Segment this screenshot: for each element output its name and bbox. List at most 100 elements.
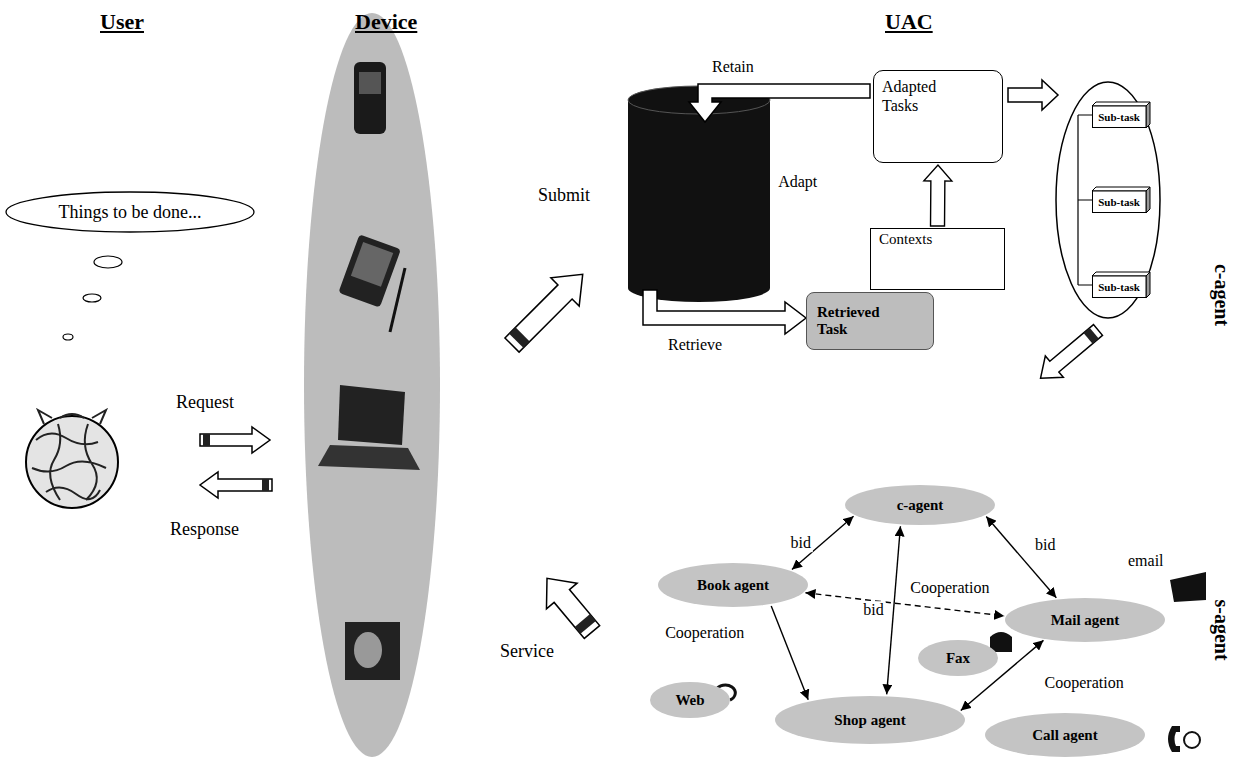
phone-screen — [359, 72, 381, 94]
subtask-box: Sub-task — [1092, 102, 1150, 128]
submit-arrow — [498, 260, 597, 359]
task-box: Adapted Tasks — [873, 70, 1003, 163]
retrieve-arrow — [643, 290, 806, 334]
cube-front — [1093, 106, 1147, 128]
node-label: Fax — [946, 650, 970, 667]
context-frame: Contexts — [870, 228, 1005, 290]
pda-icon — [338, 234, 401, 307]
laptop-base — [318, 445, 420, 470]
agent-ellipse: c-agent — [845, 485, 995, 525]
edge-label: Cooperation — [908, 580, 991, 598]
node-label: Sub-task — [1098, 196, 1140, 208]
edge-label: Cooperation — [1043, 675, 1126, 693]
agent-ellipse-fill — [1005, 598, 1165, 642]
cube-front — [1093, 276, 1147, 298]
phone-body — [354, 62, 386, 134]
laptop-icon — [318, 385, 420, 470]
node-label: Web — [675, 692, 704, 709]
cube-top — [1092, 102, 1150, 106]
thought-cloud: Things to be done... — [5, 191, 255, 233]
arrow-band — [575, 614, 596, 634]
cube-front — [1093, 191, 1147, 213]
arrow-outline — [1032, 319, 1107, 389]
agent-ellipse-fill — [658, 563, 808, 607]
stylus — [390, 268, 405, 332]
column-heading: User — [100, 10, 144, 34]
agent-ellipse-fill — [918, 640, 998, 676]
agent-ellipse-fill — [650, 682, 730, 718]
node-label: Things to be done... — [59, 202, 202, 223]
node-label: Contexts — [879, 231, 932, 248]
column-heading: UAC — [885, 10, 933, 34]
arrow-band — [1084, 328, 1099, 344]
fax-handset — [990, 632, 1012, 639]
arrow-label: Service — [500, 642, 554, 662]
subtask-box: Sub-task — [1092, 272, 1150, 298]
agent-ellipse-fill — [775, 696, 965, 744]
edge-label: Adapt — [776, 173, 819, 191]
arrow-label: Retrieve — [668, 336, 722, 354]
case-database — [628, 86, 770, 302]
response-arrow — [200, 472, 272, 498]
phone-dial — [1184, 732, 1200, 748]
node-label: Mail agent — [1051, 612, 1120, 629]
thought-bubble — [83, 294, 101, 302]
layer-label: c-agent — [1211, 264, 1233, 326]
cube-top — [1092, 272, 1150, 276]
thought-bubble — [63, 334, 73, 340]
node-label: Sub-task — [1098, 111, 1140, 123]
retrieved-task-box: Retrieved Task — [806, 292, 934, 350]
delegate-arrow — [1032, 319, 1107, 389]
arrow-band — [262, 479, 269, 491]
laptop-screen — [338, 385, 405, 445]
retain-arrow — [689, 84, 870, 122]
edge-label: Cooperation — [663, 624, 746, 642]
cube-side — [1146, 187, 1150, 213]
node-label: Adapted Tasks — [882, 77, 952, 115]
pda-screen — [351, 242, 393, 287]
arrow-label: Request — [176, 393, 234, 413]
agent-ellipse: Web — [650, 682, 730, 718]
globe-scribble — [32, 424, 106, 500]
node-label: c-agent — [897, 497, 944, 514]
subtask-tree — [1078, 115, 1092, 285]
node-label: Sub-task — [1098, 281, 1140, 293]
connector — [887, 526, 901, 694]
node-label: Retrieved Task — [817, 304, 897, 339]
subtask-oval — [1056, 82, 1160, 318]
arrow-band — [203, 434, 210, 446]
globe-outline — [26, 416, 118, 508]
edge-label: bid — [789, 534, 813, 552]
column-heading: Device — [355, 10, 417, 34]
arrow-label: Response — [170, 520, 239, 540]
layer-label: s-agent — [1211, 599, 1233, 660]
handset — [1168, 726, 1180, 752]
dispatch-arrow — [1008, 80, 1058, 110]
service-arrow — [532, 566, 608, 645]
arrow-band — [509, 327, 530, 348]
fax-icon — [990, 632, 1012, 652]
connector — [986, 517, 1056, 598]
agent-ellipse: Book agent — [658, 563, 808, 607]
arrow-label: Submit — [538, 186, 590, 206]
node-label: Shop agent — [834, 712, 905, 729]
node-label: Book agent — [697, 577, 769, 594]
photo-frame — [345, 622, 400, 680]
thought-bubble — [94, 256, 122, 268]
envelope-icon — [1170, 572, 1206, 602]
photo-icon — [345, 622, 400, 680]
device-oval — [304, 13, 440, 757]
node-label: Call agent — [1032, 727, 1097, 744]
arrow-outline — [498, 260, 597, 359]
agent-ellipse-fill — [985, 713, 1145, 757]
cube-side — [1146, 102, 1150, 128]
cloud-outline — [6, 192, 254, 232]
block-arrow — [924, 165, 952, 226]
agent-ellipse-fill — [845, 485, 995, 525]
globe-ears — [38, 410, 106, 424]
cube-side — [1146, 272, 1150, 298]
